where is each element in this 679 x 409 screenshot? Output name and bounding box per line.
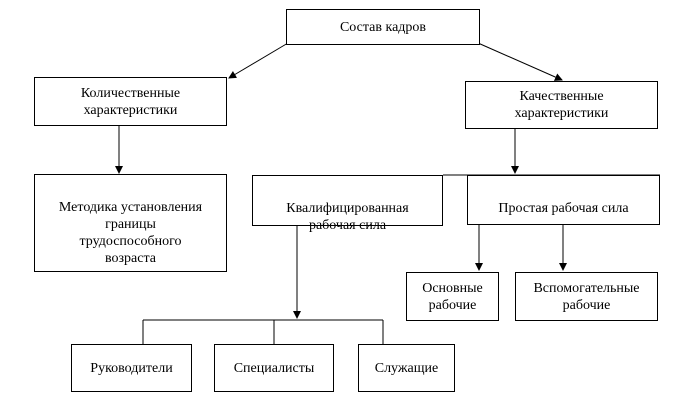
node-qualitative: Качественные характеристики	[465, 81, 658, 129]
node-method: Методика установления границы трудоспосо…	[34, 174, 227, 272]
node-aux-workers-label: Вспомогательные рабочие	[533, 280, 640, 313]
arrow-root-to-quantitative	[228, 42, 289, 79]
node-aux-workers: Вспомогательные рабочие	[515, 272, 658, 321]
node-managers-label: Руководители	[90, 360, 173, 376]
arrow-root-to-qualitative	[477, 42, 563, 81]
node-simple-workforce: Простая рабочая сила	[467, 175, 660, 225]
node-clerks: Служащие	[358, 344, 455, 392]
node-skilled-label: Квалифицированная рабочая сила	[286, 201, 409, 233]
node-root-label: Состав кадров	[339, 19, 427, 35]
node-clerks-label: Служащие	[374, 360, 439, 376]
node-quantitative-label: Количественные характеристики	[80, 85, 181, 118]
node-skilled: Квалифицированная рабочая сила	[252, 175, 443, 233]
node-specialists: Специалисты	[214, 344, 334, 392]
node-specialists-label: Специалисты	[233, 360, 315, 376]
node-managers: Руководители	[71, 344, 192, 392]
node-quantitative: Количественные характеристики	[34, 77, 227, 126]
node-method-label: Методика установления границы трудоспосо…	[58, 200, 203, 266]
node-main-workers-label: Основные рабочие	[422, 280, 483, 313]
node-root: Состав кадров	[286, 9, 480, 45]
node-main-workers: Основные рабочие	[406, 272, 499, 321]
node-qualitative-label: Качественные характеристики	[514, 89, 609, 121]
node-simple-workforce-label: Простая рабочая сила	[498, 201, 629, 216]
